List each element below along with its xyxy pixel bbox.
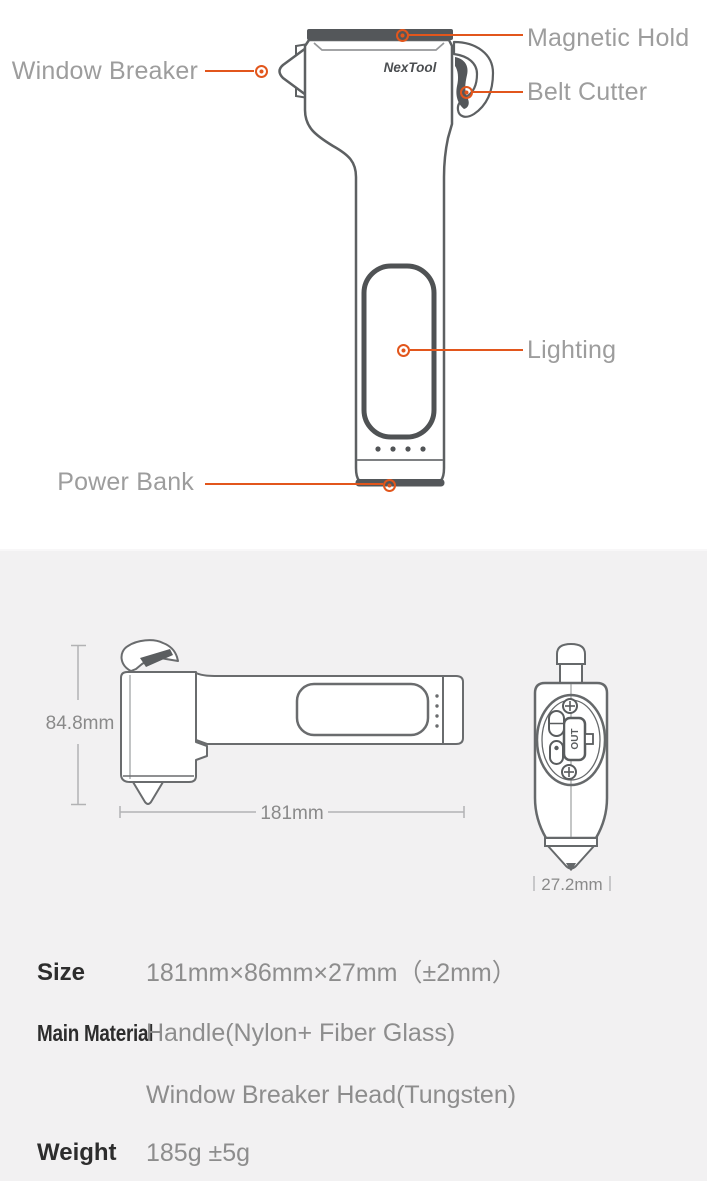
side-spike-cone — [132, 781, 164, 805]
dimensions-section-background — [0, 549, 707, 1181]
height-dimension-label: 84.8mm — [46, 713, 115, 734]
callout-marker-icon-window-breaker — [254, 64, 268, 78]
callout-label-power-bank: Power Bank — [57, 468, 194, 496]
screw-icon-bottom — [561, 764, 577, 780]
callout-label-lighting: Lighting — [527, 336, 617, 364]
head-plate-line — [313, 42, 445, 51]
height-dimension-lines — [71, 644, 86, 806]
spec-label-size: Size — [37, 959, 86, 986]
magnetic-strip — [307, 29, 453, 40]
callout-line-belt-cutter — [473, 91, 523, 93]
end-spike-tip — [566, 863, 576, 871]
width-dimension-label: 27.2mm — [541, 875, 602, 894]
callout-marker-icon-power-bank — [382, 478, 396, 492]
window-breaker-spike — [278, 46, 308, 97]
callout-label-window-breaker: Window Breaker — [11, 57, 198, 85]
screw-icon-top — [562, 698, 578, 714]
side-belt-cutter-blade — [140, 649, 173, 667]
side-led-dots — [435, 694, 439, 728]
side-view-diagram: 84.8mm 181mm — [46, 639, 465, 824]
callout-label-belt-cutter: Belt Cutter — [527, 78, 648, 106]
callout-marker-icon-belt-cutter — [459, 85, 473, 99]
end-panel-outer-oval — [535, 693, 607, 787]
spec-value-size: 181mm×86mm×27mm（±2mm） — [146, 959, 517, 987]
callout-label-magnetic-hold: Magnetic Hold — [527, 24, 690, 52]
end-view-diagram: OUT 27.2mm — [533, 642, 611, 894]
callout-line-window-breaker — [205, 70, 254, 72]
spec-value-main-material-handle: Handle(Nylon+ Fiber Glass) — [146, 1019, 456, 1047]
width-dimension-ticks — [533, 876, 611, 891]
side-flashlight-window — [295, 682, 430, 737]
end-button-dot — [554, 745, 559, 751]
spec-label-weight: Weight — [37, 1139, 117, 1166]
out-port-label: OUT — [570, 728, 581, 749]
end-knob-dome — [556, 642, 586, 665]
length-dimension-label: 181mm — [260, 803, 323, 824]
nextool-logo: NexTool — [384, 60, 437, 75]
callout-marker-icon-magnetic-hold — [395, 28, 409, 42]
spec-value-weight: 185g ±5g — [146, 1139, 251, 1167]
side-head-block — [120, 671, 208, 783]
length-dimension-lines — [119, 806, 465, 818]
end-knob-neck — [559, 663, 583, 684]
end-button-capsule-bottom — [549, 740, 564, 765]
spec-value-main-material-head: Window Breaker Head(Tungsten) — [146, 1081, 517, 1109]
belt-cutter-blade — [455, 57, 469, 109]
callout-line-magnetic-hold — [408, 34, 523, 36]
end-collar — [544, 837, 598, 847]
callout-line-power-bank — [205, 483, 383, 485]
spec-label-main-material: Main Material — [37, 1020, 154, 1046]
callout-line-lighting — [410, 349, 523, 351]
usb-out-port-nub — [584, 733, 594, 745]
led-indicator-dots — [375, 446, 426, 452]
callout-marker-icon-lighting — [396, 343, 410, 357]
belt-cutter-hook — [452, 40, 495, 118]
